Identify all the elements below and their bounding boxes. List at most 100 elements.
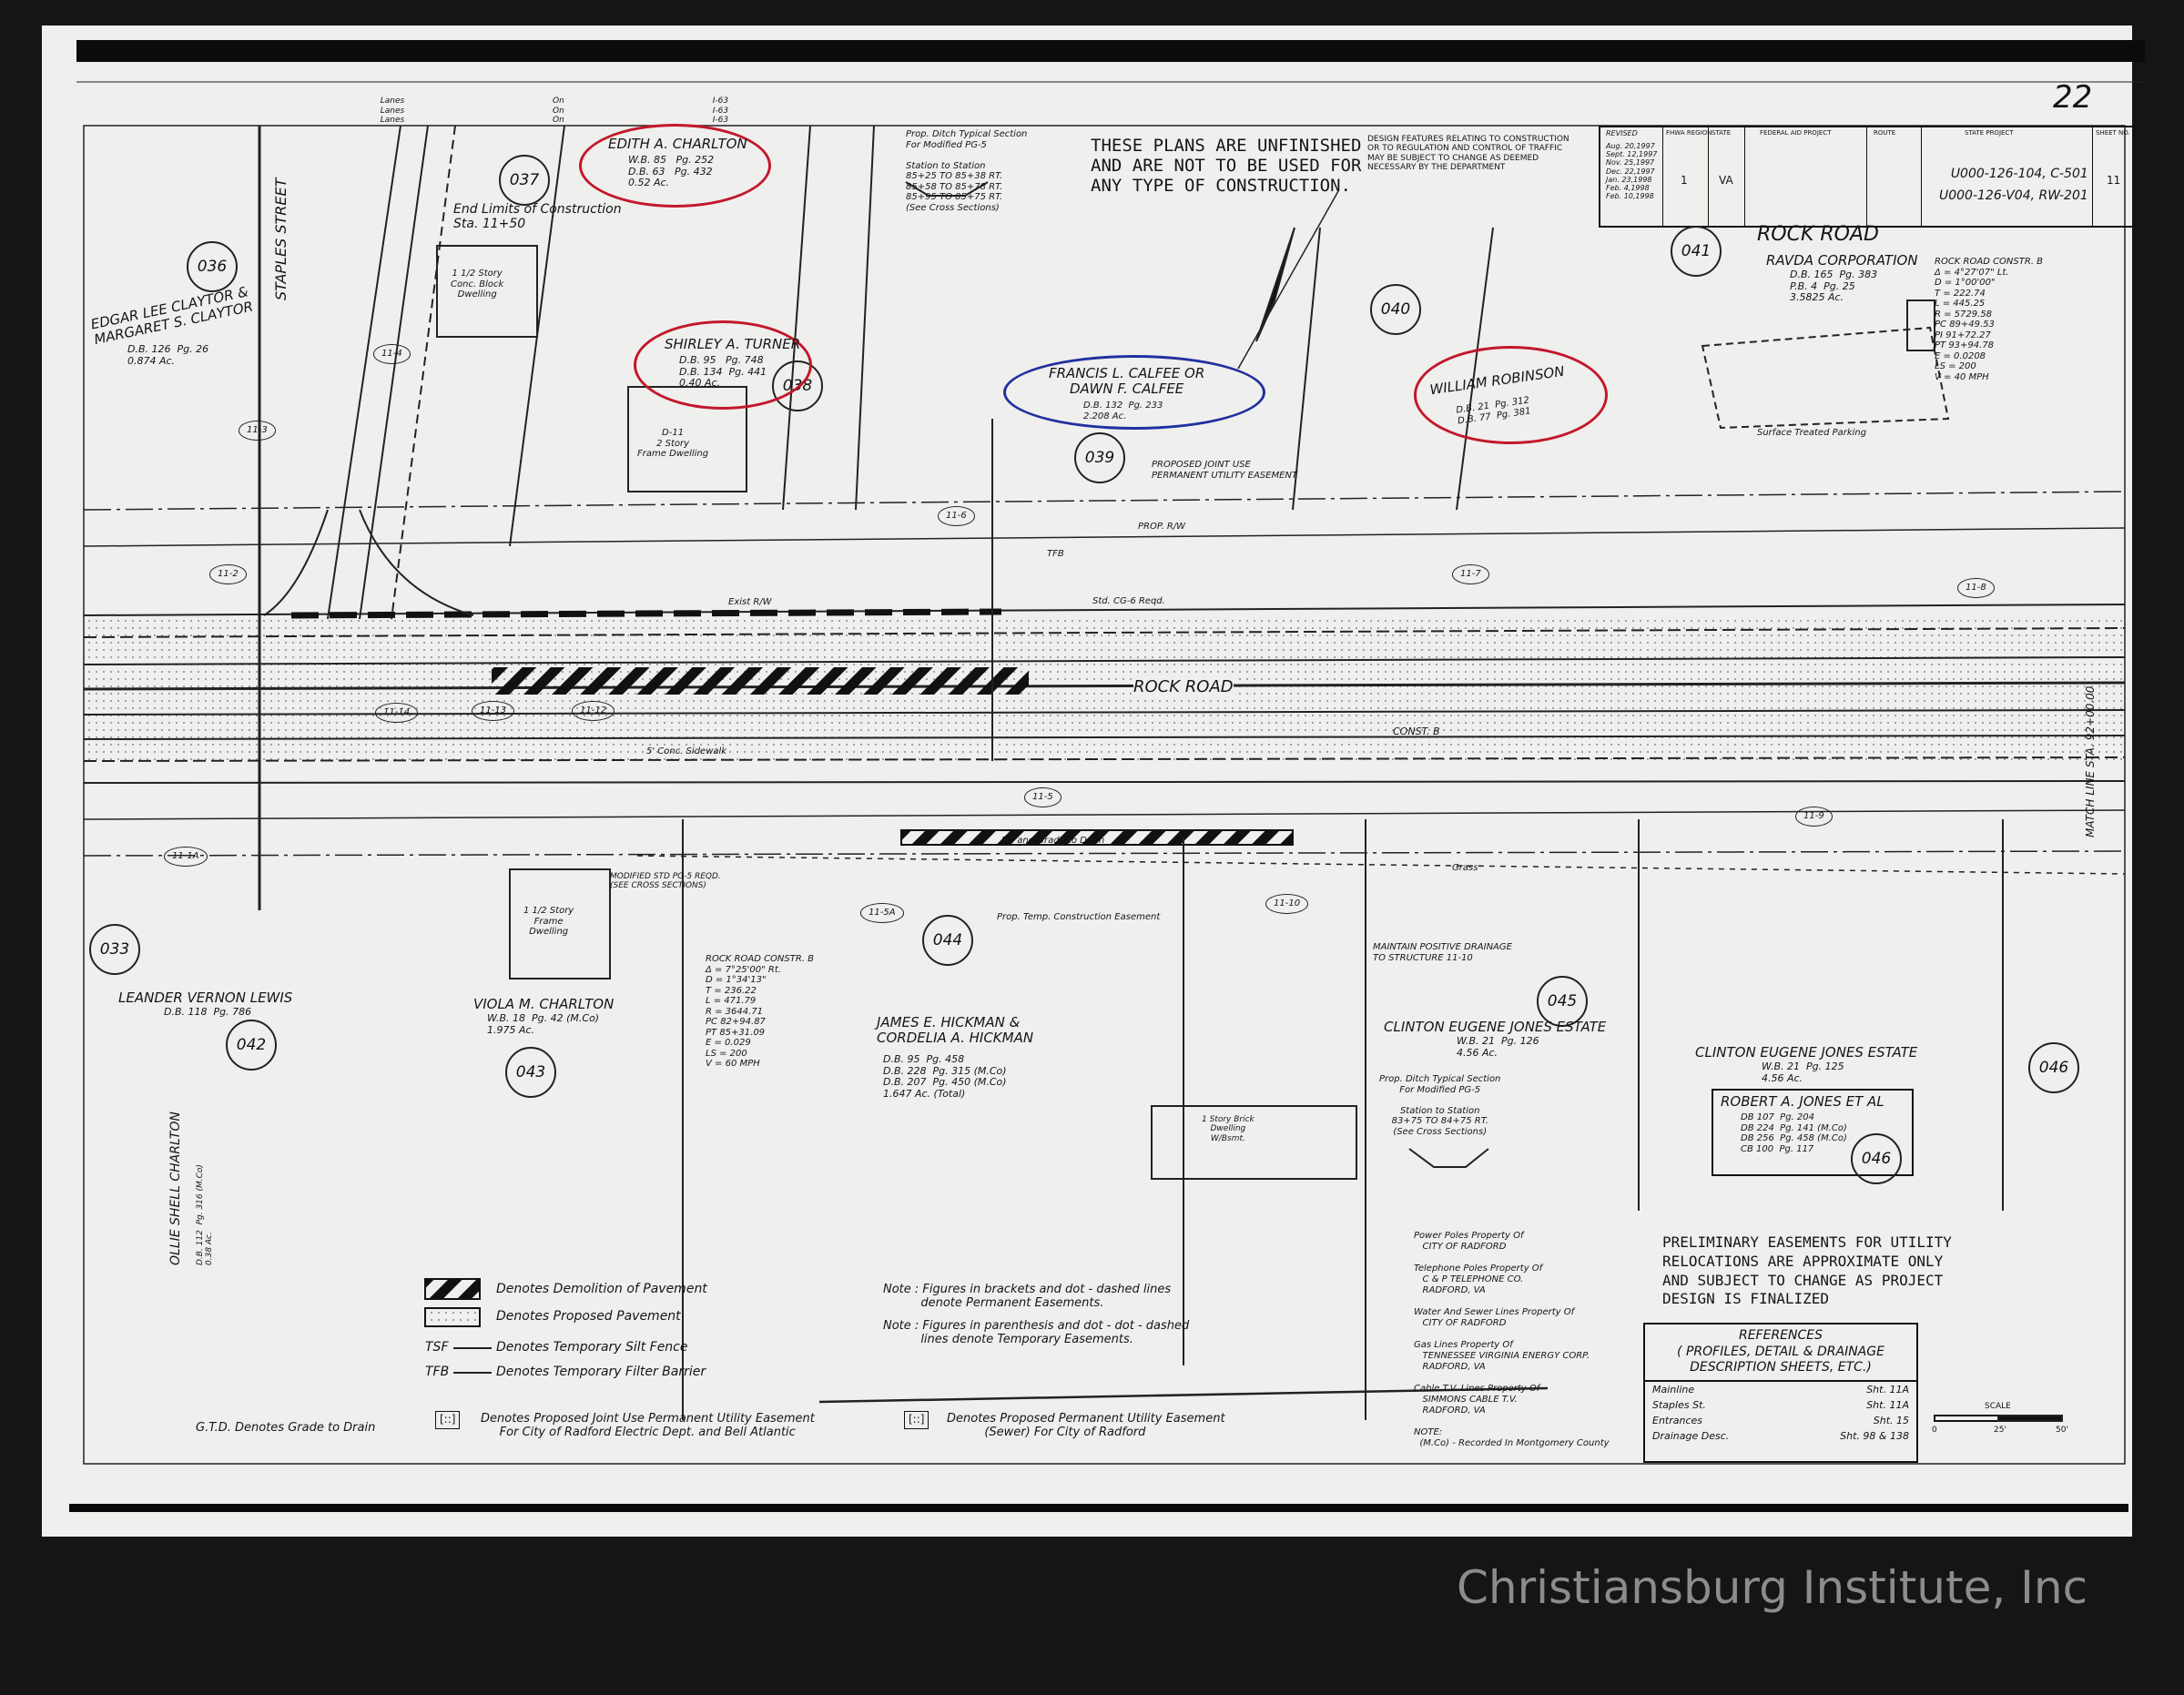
parcel-id: 039 — [1074, 432, 1125, 483]
utility-owners-list: Power Poles Property Of CITY OF RADFORD … — [1414, 1231, 1610, 1448]
modified-pg5-label: MODIFIED STD PG-5 REQD. (SEE CROSS SECTI… — [610, 872, 721, 891]
header-strip-item: Lanes On I-63 — [380, 106, 729, 116]
parcel-owner: RAVDA CORPORATION — [1766, 252, 1918, 269]
ditch-section-bottom: Prop. Ditch Typical Section For Modified… — [1379, 1074, 1501, 1137]
joint-easement-symbol-icon: [::] — [435, 1411, 461, 1429]
parcel-details: W.B. 85 Pg. 252 D.B. 63 Pg. 432 0.52 Ac. — [628, 154, 715, 189]
legend-proposed-pavement: Denotes Proposed Pavement — [496, 1309, 681, 1324]
road-centerline-label: ROCK ROAD — [1133, 677, 1234, 697]
structure-label: 11-7 — [1452, 564, 1489, 584]
building-label: D-11 2 Story Frame Dwelling — [637, 428, 709, 459]
state-project-numbers: U000-126-104, C-501 U000-126-V04, RW-201 — [1939, 167, 2088, 203]
structure-label: 11-6 — [938, 506, 975, 526]
parcel-details: DB 107 Pg. 204 DB 224 Pg. 141 (M.Co) DB … — [1741, 1112, 1847, 1154]
building-label: 1 Story Brick Dwelling W/Bsmt. — [1202, 1115, 1255, 1143]
staples-street-label: STAPLES STREET — [272, 178, 290, 300]
legend-filter-barrier: Denotes Temporary Filter Barrier — [496, 1365, 706, 1379]
parcel-id: 033 — [89, 924, 140, 975]
structure-label: 11-8 — [1957, 578, 1995, 598]
exist-rw-label: Exist R/W — [728, 597, 772, 607]
note-temporary-easements: Note : Figures in parenthesis and dot - … — [883, 1319, 1190, 1346]
sidewalk-label: 5' Conc. Sidewalk — [646, 746, 727, 756]
scale-tick: 0 — [1932, 1426, 1937, 1435]
scale-tick: 25' — [1994, 1426, 2006, 1435]
parcel-owner: SHIRLEY A. TURNER — [665, 336, 801, 352]
structure-label: 11-2 — [209, 564, 247, 584]
route-label: ROUTE — [1874, 129, 1896, 137]
parking-label: Surface Treated Parking — [1757, 428, 1867, 438]
parcel-owner: LEANDER VERNON LEWIS — [118, 990, 293, 1006]
parcel-id: 036 — [187, 241, 238, 292]
legend-demolition: Denotes Demolition of Pavement — [496, 1282, 707, 1296]
parcel-details: D.B. 95 Pg. 458 D.B. 228 Pg. 315 (M.Co) … — [883, 1053, 1007, 1100]
structure-label: 11-12 — [572, 701, 615, 721]
sewer-easement-legend: Denotes Proposed Permanent Utility Easem… — [947, 1412, 1225, 1439]
building-label: 1 1/2 Story Frame Dwelling — [523, 906, 574, 937]
owner-highlight-red — [1414, 346, 1608, 444]
legend-tsf-symbol: TSF — [425, 1340, 449, 1355]
curve-data-right: ROCK ROAD CONSTR. B Δ = 4°27'07" Lt. D =… — [1935, 257, 2044, 382]
parcel-owner: OLLIE SHELL CHARLTON — [168, 1111, 183, 1265]
references-title: REFERENCES ( PROFILES, DETAIL & DRAINAGE… — [1645, 1325, 1916, 1382]
note-permanent-easements: Note : Figures in brackets and dot - das… — [883, 1283, 1172, 1310]
sheet-number: 22 — [2053, 79, 2093, 116]
state-value: VA — [1719, 174, 1733, 187]
structure-label: 11-5 — [1024, 787, 1062, 807]
bottom-border-bar — [69, 1504, 2128, 1512]
parcel-id: 037 — [499, 155, 550, 206]
unfinished-plans-warning: THESE PLANS ARE UNFINISHED AND ARE NOT T… — [1091, 136, 1362, 196]
region-value: 1 — [1681, 174, 1688, 187]
joint-use-easement-label: PROPOSED JOINT USE PERMANENT UTILITY EAS… — [1152, 460, 1297, 481]
header-strip: Lanes On I-63 Lanes On I-63 Lanes On I-6… — [84, 87, 728, 125]
parcel-details: D.B. 165 Pg. 383 P.B. 4 Pg. 25 3.5825 Ac… — [1790, 269, 1878, 304]
structure-label: 11-4 — [373, 344, 411, 364]
sewer-easement-symbol-icon: [::] — [904, 1411, 929, 1429]
reference-sheet: Sht. 11A — [1866, 1383, 1909, 1396]
title-block: REVISED Aug. 20,1997 Sept. 12,1997 Nov. … — [1599, 126, 2135, 228]
design-features-note: DESIGN FEATURES RELATING TO CONSTRUCTION… — [1367, 135, 1569, 173]
scale-label: SCALE — [1985, 1402, 2011, 1411]
structure-label: 11-5A — [860, 903, 904, 923]
parcel-id-046: 046 — [2028, 1042, 2079, 1093]
sheet-no-label: SHEET NO. — [2096, 129, 2130, 137]
parcel-id: 046 — [1851, 1133, 1902, 1184]
temp-easement-label: Prop. Temp. Construction Easement — [997, 912, 1161, 922]
parcel-owner-045b: CLINTON EUGENE JONES ESTATE — [1695, 1044, 1918, 1061]
parcel-id: 045 — [1537, 976, 1588, 1027]
match-line-label: MATCH LINE STA. 92+00.00 — [2084, 685, 2097, 837]
reference-item: Entrances — [1652, 1414, 1703, 1426]
structure-label: 11-3 — [239, 421, 276, 441]
drainage-note: MAINTAIN POSITIVE DRAINAGE TO STRUCTURE … — [1373, 942, 1512, 963]
parcel-details: D.B. 95 Pg. 748 D.B. 134 Pg. 441 0.40 Ac… — [679, 354, 767, 390]
building-label: 1 1/2 Story Conc. Block Dwelling — [451, 269, 504, 299]
parcel-details-045b: W.B. 21 Pg. 125 4.56 Ac. — [1762, 1061, 1844, 1084]
parcel-details: D.B. 132 Pg. 233 2.208 Ac. — [1083, 401, 1163, 421]
parcel-id: 044 — [922, 915, 973, 966]
revised-label: REVISED — [1606, 129, 1638, 137]
owner-highlight-blue — [1003, 355, 1265, 430]
reference-item: Drainage Desc. — [1652, 1429, 1730, 1442]
structure-label: 11-10 — [1265, 894, 1309, 914]
prop-rw-label: PROP. R/W — [1138, 522, 1186, 532]
const-b-label: CONST. B — [1393, 726, 1440, 737]
parcel-details: D.B. 126 Pg. 26 0.874 Ac. — [127, 343, 209, 367]
header-strip-item: Lanes On I-63 — [380, 116, 729, 126]
reference-sheet: Sht. 11A — [1866, 1398, 1909, 1411]
reference-sheet: Sht. 15 — [1873, 1414, 1909, 1426]
parcel-id: 043 — [505, 1047, 556, 1098]
ditch-section-top: Prop. Ditch Typical Section For Modified… — [906, 129, 1028, 213]
legend-silt-fence: Denotes Temporary Silt Fence — [496, 1340, 688, 1355]
parcel-id: 040 — [1370, 284, 1421, 335]
structure-label: 11-13 — [472, 701, 515, 721]
preliminary-easements-note: PRELIMINARY EASEMENTS FOR UTILITY RELOCA… — [1662, 1233, 1952, 1308]
reference-row: Entrances Sht. 15 — [1645, 1413, 1916, 1428]
parcel-details: D.B. 118 Pg. 786 — [164, 1006, 252, 1018]
owner-highlight-red — [634, 320, 812, 410]
state-label: STATE — [1712, 129, 1732, 137]
scale-tick: 50' — [2056, 1426, 2068, 1435]
parcel-details: W.B. 18 Pg. 42 (M.Co) 1.975 Ac. — [487, 1012, 600, 1036]
watermark: Christiansburg Institute, Inc — [1457, 1561, 2088, 1614]
reference-row: Staples St.Sht. 11A — [1645, 1397, 1916, 1413]
